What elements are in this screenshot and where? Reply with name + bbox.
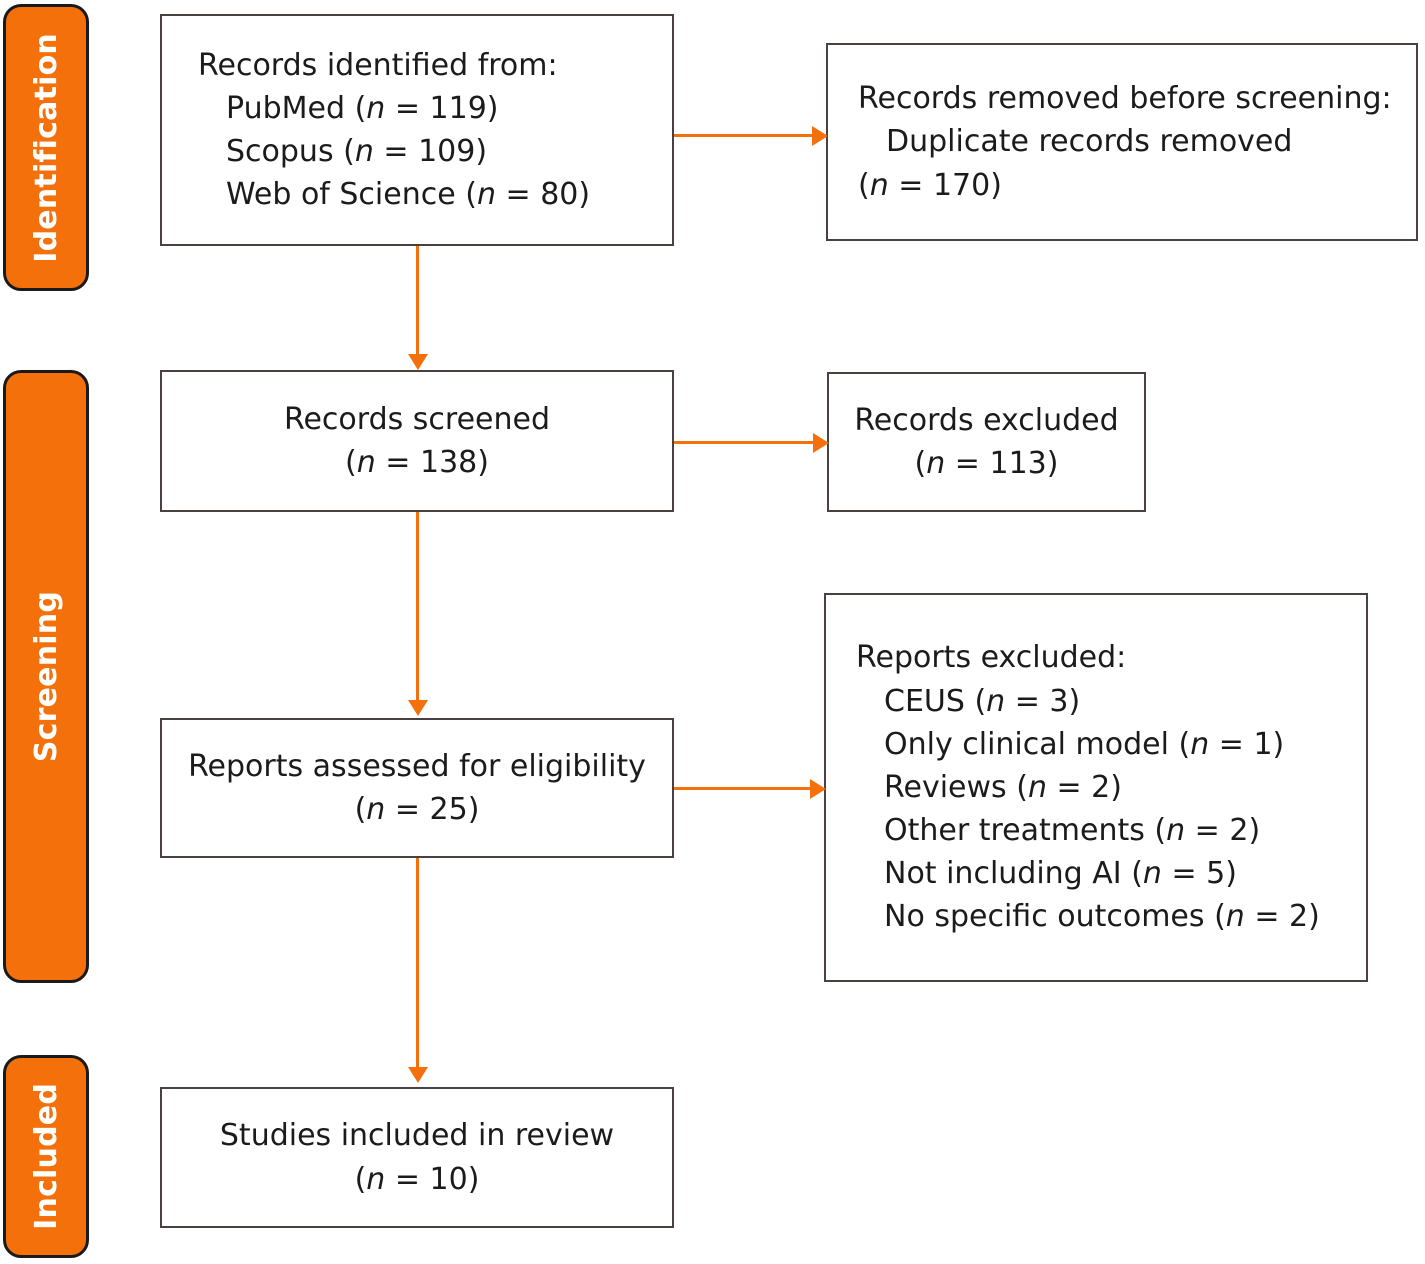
records-screened-count: (n = 138) <box>345 445 489 480</box>
connector-screened-to-assessed <box>416 512 419 702</box>
box-reports-assessed: Reports assessed for eligibility (n = 25… <box>160 718 674 858</box>
reason-clinical-model: Only clinical model <box>884 726 1169 762</box>
box-reports-excluded: Reports excluded: CEUS (n = 3) Only clin… <box>824 593 1368 982</box>
arrowhead-assessed-to-reports-excluded <box>810 779 826 799</box>
reports-excluded-item-ceus: CEUS (n = 3) <box>856 680 1080 723</box>
reason-ceus: CEUS <box>884 683 965 719</box>
arrowhead-screened-to-assessed <box>408 700 428 716</box>
box-records-removed: Records removed before screening: Duplic… <box>826 43 1418 241</box>
records-removed-title: Records removed before screening: <box>858 81 1392 117</box>
records-excluded-title: Records excluded <box>854 402 1119 438</box>
source-count-wos: (n = 80) <box>465 177 591 213</box>
reason-count-no-specific-outcomes: (n = 2) <box>1214 899 1320 935</box>
source-count-scopus: (n = 109) <box>343 134 488 169</box>
stage-bar-screening: Screening <box>3 370 89 983</box>
reports-excluded-item-other-treatments: Other treatments (n = 2) <box>856 809 1260 852</box>
reports-excluded-item-no-specific-outcomes: No specific outcomes (n = 2) <box>856 895 1320 938</box>
arrowhead-assessed-to-included <box>408 1067 428 1083</box>
records-removed-item: Duplicate records removed <box>886 124 1293 160</box>
reports-assessed-count: (n = 25) <box>354 792 480 827</box>
studies-included-title: Studies included in review <box>219 1118 615 1154</box>
connector-identified-to-screened <box>416 246 419 356</box>
stage-label-included: Included <box>28 1083 64 1230</box>
box-records-identified: Records identified from: PubMed (n = 119… <box>160 14 674 246</box>
box-records-screened: Records screened (n = 138) <box>160 370 674 512</box>
stage-label-identification: Identification <box>28 32 64 263</box>
source-name-pubmed: PubMed <box>226 90 346 126</box>
reports-excluded-item-clinical-model: Only clinical model (n = 1) <box>856 723 1284 766</box>
arrowhead-screened-to-excluded <box>813 433 829 453</box>
reason-reviews: Reviews <box>884 769 1007 805</box>
records-screened-title: Records screened <box>283 401 551 437</box>
reports-assessed-title: Reports assessed for eligibility <box>188 748 646 784</box>
arrowhead-identified-to-removed <box>812 126 828 146</box>
connector-identified-to-removed <box>674 134 814 137</box>
source-name-scopus: Scopus <box>226 134 334 169</box>
reason-count-reviews: (n = 2) <box>1016 769 1122 805</box>
records-removed-count: (n = 170) <box>858 167 1002 203</box>
records-identified-item-pubmed: PubMed (n = 119) <box>198 87 499 130</box>
arrowhead-identified-to-screened <box>408 354 428 370</box>
reason-other-treatments: Other treatments <box>884 813 1145 849</box>
reports-excluded-item-reviews: Reviews (n = 2) <box>856 766 1122 809</box>
reason-not-including-ai: Not including AI <box>884 856 1122 892</box>
reason-count-not-including-ai: (n = 5) <box>1131 856 1237 892</box>
reason-count-ceus: (n = 3) <box>974 683 1081 719</box>
connector-assessed-to-included <box>416 858 419 1069</box>
records-identified-item-wos: Web of Science (n = 80) <box>198 173 590 216</box>
stage-label-screening: Screening <box>28 590 64 763</box>
stage-bar-included: Included <box>3 1055 89 1258</box>
records-identified-item-scopus: Scopus (n = 109) <box>198 130 487 173</box>
connector-screened-to-excluded <box>674 441 815 444</box>
source-count-pubmed: (n = 119) <box>354 90 499 126</box>
reason-count-clinical-model: (n = 1) <box>1178 726 1285 762</box>
reason-count-other-treatments: (n = 2) <box>1154 813 1261 849</box>
box-studies-included: Studies included in review (n = 10) <box>160 1087 674 1228</box>
reason-no-specific-outcomes: No specific outcomes <box>884 899 1205 935</box>
records-excluded-count: (n = 113) <box>914 446 1059 481</box>
records-identified-title: Records identified from: <box>198 47 558 83</box>
stage-bar-identification: Identification <box>3 4 89 291</box>
box-records-excluded: Records excluded (n = 113) <box>827 372 1146 512</box>
connector-assessed-to-reports-excluded <box>674 787 812 790</box>
reports-excluded-item-not-including-ai: Not including AI (n = 5) <box>856 852 1237 895</box>
studies-included-count: (n = 10) <box>354 1161 480 1197</box>
reports-excluded-title: Reports excluded: <box>856 640 1127 676</box>
source-name-wos: Web of Science <box>226 177 456 213</box>
